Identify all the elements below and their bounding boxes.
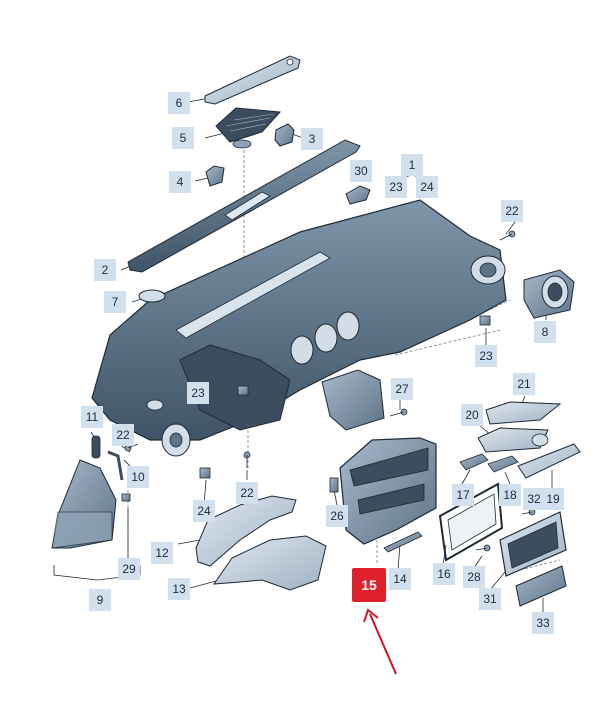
callout-6: 6	[168, 92, 190, 114]
callout-30: 30	[350, 160, 372, 182]
callout-18: 18	[499, 484, 521, 506]
part-13-lower-column-cover	[212, 535, 327, 591]
red-arrow	[363, 608, 397, 675]
callout-33: 33	[532, 612, 554, 634]
callout-7: 7	[104, 291, 126, 313]
callout-23-top: 23	[385, 176, 407, 198]
callout-27: 27	[391, 378, 413, 400]
callout-14: 14	[389, 568, 411, 590]
callout-5: 5	[172, 127, 194, 149]
callout-17: 17	[452, 484, 474, 506]
callout-23-right: 23	[475, 345, 497, 367]
callout-19: 19	[542, 488, 564, 510]
screw-parts	[124, 230, 536, 552]
part-33-panel	[515, 565, 567, 607]
part-24-clip	[199, 467, 211, 479]
callout-24-top: 24	[416, 176, 438, 198]
part-15-center-console	[339, 437, 437, 545]
part-12-upper-column-cover	[195, 495, 297, 567]
callout-13: 13	[168, 578, 190, 600]
callout-3: 3	[301, 128, 323, 150]
part-16-frame	[438, 482, 504, 562]
part-8-air-vent	[523, 269, 575, 319]
callout-22-top-right: 22	[501, 200, 523, 222]
part-30-bracket	[345, 185, 371, 205]
callout-29: 29	[118, 558, 140, 580]
callout-15-highlighted[interactable]: 15	[352, 568, 386, 602]
part-4-clip	[205, 165, 225, 187]
callout-8: 8	[534, 321, 556, 343]
part-26-clip	[329, 477, 339, 493]
callout-32: 32	[523, 488, 545, 510]
callout-24-lower: 24	[193, 500, 215, 522]
callout-1: 1	[401, 154, 423, 176]
part-23-clip-a	[479, 315, 491, 326]
callout-12: 12	[151, 542, 173, 564]
part-3-small-vent	[274, 123, 295, 147]
callout-22-center: 22	[236, 482, 258, 504]
part-7-ring	[138, 289, 166, 303]
callout-26: 26	[326, 505, 348, 527]
part-29-clip	[121, 493, 131, 502]
part-23-clip-b	[237, 385, 249, 396]
part-10-rod	[107, 450, 124, 481]
callout-22-left: 22	[112, 424, 134, 446]
part-17-switch	[459, 453, 489, 471]
callout-16: 16	[433, 563, 455, 585]
callout-21: 21	[513, 373, 535, 395]
callout-20: 20	[461, 404, 483, 426]
part-11-switch	[91, 435, 101, 459]
part-19-panel	[517, 443, 581, 479]
part-5-speaker-grille	[215, 107, 282, 143]
part-21-module	[485, 401, 562, 425]
callout-28: 28	[463, 566, 485, 588]
callout-23-center: 23	[187, 382, 209, 404]
part-14-trim-strip	[383, 531, 423, 553]
callout-2: 2	[94, 259, 116, 281]
callout-31: 31	[479, 588, 501, 610]
part-18-switch	[487, 455, 519, 473]
callout-10: 10	[127, 466, 149, 488]
callout-4: 4	[169, 171, 191, 193]
part-27-bracket	[321, 369, 385, 431]
callout-11: 11	[81, 406, 103, 428]
callout-9: 9	[89, 589, 111, 611]
part-6-cover-strip	[204, 55, 301, 105]
